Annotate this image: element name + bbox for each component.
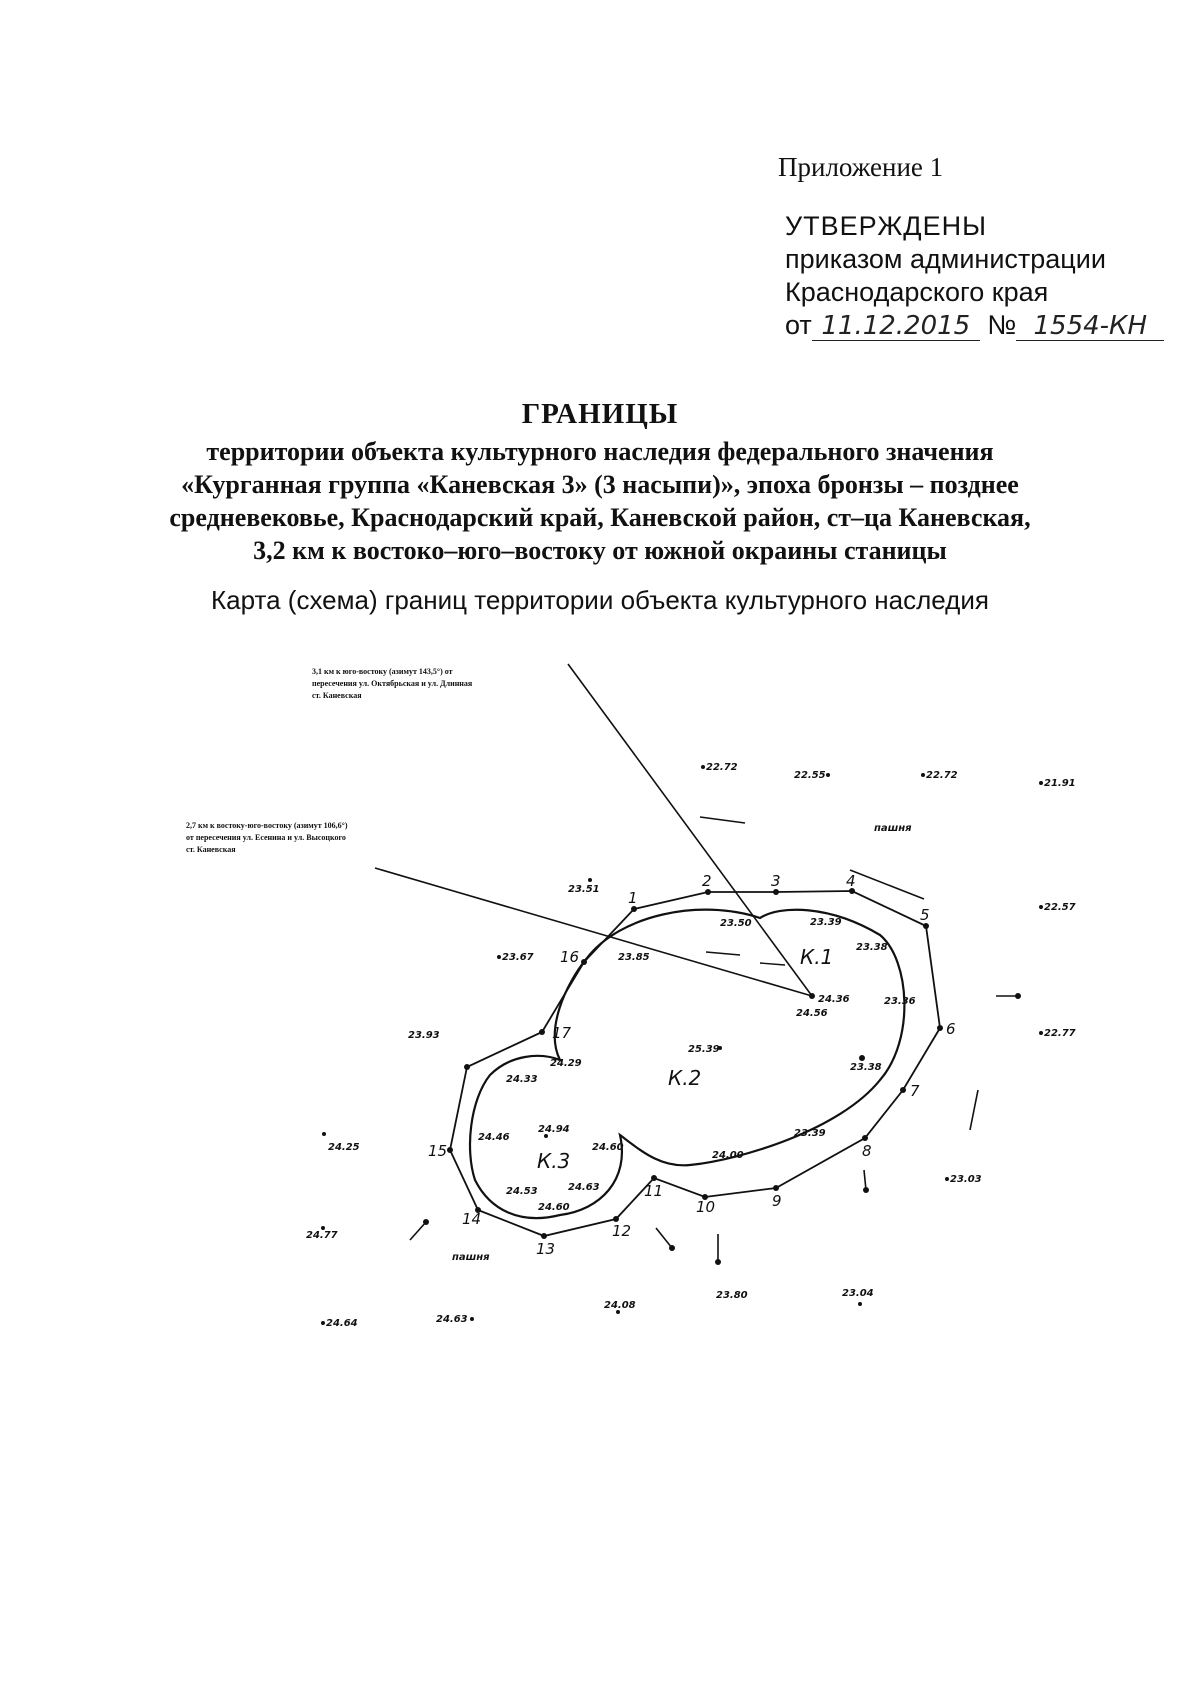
elevation-label: 23.38 — [856, 942, 888, 953]
elevation-label: 23.85 — [618, 952, 650, 963]
north-annotation: 3,1 км к юго-востоку (азимут 143,5°) от … — [312, 667, 473, 700]
west-annotation-line-1: 2,7 км к востоку-юго-востоку (азимут 106… — [186, 821, 348, 830]
elevation-label: 24.53 — [506, 1186, 538, 1197]
field-stroke-6 — [655, 1227, 673, 1249]
point-label-17: 17 — [552, 1024, 572, 1042]
elevation-label: 24.63 — [436, 1314, 468, 1325]
elevation-label: 24.64 — [326, 1318, 358, 1329]
elevation-label: 24.29 — [550, 1058, 582, 1069]
elevation-label: 24.60 — [538, 1202, 570, 1213]
elevation-label: 24.56 — [796, 1008, 828, 1019]
point-label-7: 7 — [910, 1082, 920, 1100]
north-annotation-line-2: пересечения ул. Октябрьская и ул. Длинна… — [312, 679, 473, 688]
elevation-label: 22.72 — [706, 762, 738, 773]
north-reference-line — [567, 663, 813, 997]
elevation-label: 25.39 — [688, 1044, 720, 1055]
field-stroke-9 — [705, 951, 741, 956]
point-label-16: 16 — [560, 948, 579, 966]
elevation-marks: 22.72 22.55 22.72 21.91 23.51 23.50 23.3… — [306, 762, 1076, 1329]
field-stroke-5 — [409, 1221, 427, 1241]
elevation-label: 24.36 — [818, 994, 850, 1005]
elevation-label: 21.91 — [1044, 778, 1076, 789]
mound-label-k1: К.1 — [800, 945, 833, 969]
west-reference-line — [374, 867, 813, 997]
west-annotation: 2,7 км к востоку-юго-востоку (азимут 106… — [186, 821, 348, 854]
point-label-4: 4 — [846, 872, 856, 890]
elevation-label: 24.77 — [306, 1230, 338, 1241]
elevation-label: 24.00 — [712, 1150, 744, 1161]
title-heading: ГРАНИЦЫ — [521, 398, 679, 430]
field-stroke-10 — [759, 962, 786, 966]
date-prefix: от — [785, 310, 812, 340]
point-label-2: 2 — [702, 872, 712, 890]
point-label-5: 5 — [920, 906, 930, 924]
north-annotation-line-3: ст. Каневская — [312, 691, 362, 700]
approval-block: УТВЕРЖДЕНЫ приказом администрации Красно… — [785, 210, 1165, 342]
mound-label-k2: К.2 — [668, 1066, 701, 1090]
elevation-label: 23.80 — [716, 1290, 748, 1301]
mound-contour — [468, 908, 906, 1220]
elevation-label: 23.50 — [720, 918, 752, 929]
number-prefix: № — [987, 310, 1017, 340]
order-line-1: приказом администрации — [785, 244, 1106, 274]
point-label-8: 8 — [862, 1142, 872, 1160]
field-stroke-2 — [849, 869, 925, 900]
field-stroke-4 — [969, 1089, 979, 1131]
elevation-label: 23.03 — [950, 1174, 982, 1185]
point-label-10: 10 — [696, 1198, 715, 1216]
survey-dots — [321, 765, 1043, 1325]
north-annotation-line-1: 3,1 км к юго-востоку (азимут 143,5°) от — [312, 667, 453, 676]
title-line-1: территории объекта культурного наследия … — [206, 437, 994, 466]
handwritten-number: 1554-КН — [1016, 312, 1165, 341]
point-label-1: 1 — [628, 889, 638, 907]
map-caption: Карта (схема) границ территории объекта … — [211, 585, 989, 615]
elevation-label: 23.67 — [502, 952, 534, 963]
elevation-label: 24.60 — [592, 1142, 624, 1153]
point-label-6: 6 — [946, 1020, 956, 1038]
elevation-label: 23.51 — [568, 884, 600, 895]
point-label-3: 3 — [771, 872, 781, 890]
appendix-label: Приложение 1 — [778, 152, 944, 182]
document-title: ГРАНИЦЫ территории объекта культурного н… — [0, 398, 1200, 567]
title-line-3: средневековье, Краснодарский край, Канев… — [169, 503, 1031, 532]
point-label-11: 11 — [644, 1182, 663, 1200]
field-label-north: пашня — [874, 823, 912, 834]
point-label-14: 14 — [462, 1210, 481, 1228]
boundary-point-dots — [423, 888, 1021, 1265]
order-line-2: Краснодарского края — [785, 277, 1049, 307]
elevation-label: 23.93 — [408, 1030, 440, 1041]
field-stroke-1 — [699, 816, 746, 824]
elevation-label: 24.25 — [328, 1142, 360, 1153]
elevation-label: 24.94 — [538, 1124, 570, 1135]
point-label-15: 15 — [428, 1142, 447, 1160]
handwritten-date: 11.12.2015 — [811, 312, 980, 341]
elevation-label: 24.63 — [568, 1182, 600, 1193]
west-annotation-line-3: ст. Каневская — [186, 845, 236, 854]
field-stroke-8 — [863, 1169, 867, 1191]
west-annotation-line-2: от пересечения ул. Есенина и ул. Высоцко… — [186, 833, 346, 842]
elevation-label: 24.33 — [506, 1074, 538, 1085]
elevation-label: 23.38 — [850, 1062, 882, 1073]
title-line-4: 3,2 км к востоко–юго–востоку от южной ок… — [253, 536, 947, 565]
elevation-label: 22.72 — [926, 770, 958, 781]
elevation-label: 23.04 — [842, 1288, 874, 1299]
elevation-label: 22.77 — [1044, 1028, 1076, 1039]
elevation-label: 22.57 — [1044, 902, 1076, 913]
point-label-13: 13 — [536, 1240, 555, 1258]
elevation-label: 24.08 — [604, 1300, 636, 1311]
mound-label-k3: К.3 — [537, 1149, 570, 1173]
field-label-south: пашня — [452, 1252, 490, 1263]
elevation-label: 24.46 — [478, 1132, 510, 1143]
point-label-12: 12 — [612, 1222, 631, 1240]
point-label-9: 9 — [772, 1192, 782, 1210]
elevation-label: 22.55 — [794, 770, 826, 781]
title-line-2: «Курганная группа «Каневская 3» (3 насып… — [181, 470, 1019, 499]
approved-heading: УТВЕРЖДЕНЫ — [785, 211, 987, 241]
elevation-label: 23.39 — [810, 917, 842, 928]
elevation-label: 23.39 — [794, 1128, 826, 1139]
elevation-label: 23.36 — [884, 996, 916, 1007]
